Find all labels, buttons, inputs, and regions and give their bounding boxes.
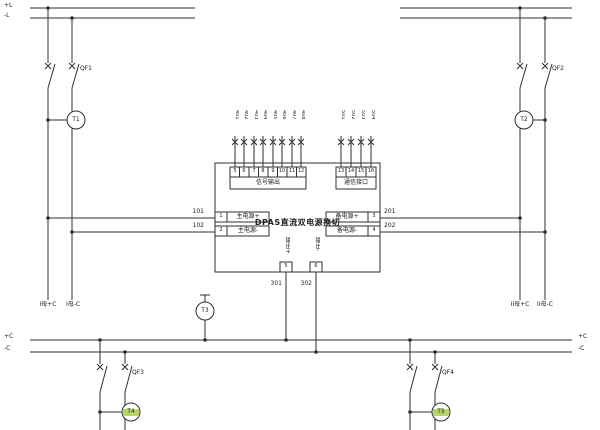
comm-terminal-number: 14	[347, 168, 355, 174]
signal-wire-label: 403	[253, 110, 258, 120]
wire-label-201: 201	[384, 208, 396, 215]
wire-label-102: 102	[192, 222, 204, 229]
signal-terminal-number: 12	[297, 168, 305, 174]
wire-label-302: 302	[300, 280, 312, 287]
comm-terminal-number: 15	[357, 168, 365, 174]
main-power-pos-terminal-number: 1	[219, 213, 223, 219]
output-neg-label: 输出-	[314, 237, 320, 252]
breaker-label-qf4: QF4	[442, 369, 454, 376]
backup-power-pos-terminal-number: 3	[372, 213, 376, 219]
wire-label-301: 301	[270, 280, 282, 287]
signal-terminal-number: 10	[278, 168, 286, 174]
transducer-label-t1: T1	[72, 116, 80, 123]
signal-wire-label: 408	[300, 110, 305, 120]
transducer-circles	[66, 110, 534, 422]
wire-label-101: 101	[192, 208, 204, 215]
bus-lines	[30, 7, 572, 353]
comm-wire-label: 504	[370, 110, 375, 120]
bus-label-bottom-right-neg: -C	[578, 345, 585, 352]
signal-wires	[234, 136, 372, 167]
comm-wire-label: 501	[340, 110, 345, 120]
signal-terminal-number: 11	[288, 168, 296, 174]
backup-power-pos-label: 备电源+	[335, 213, 359, 220]
bus-ref-right-pos: II母+C	[510, 301, 530, 308]
breaker-contact-symbols	[44, 62, 549, 371]
main-power-neg-terminal-number: 2	[219, 227, 223, 233]
bus-label-bottom-left-neg: -C	[4, 345, 11, 352]
bus-label-top-pos: +L	[4, 2, 13, 9]
output-pos-label: 输出+	[284, 237, 290, 255]
transducer-label-t2: T2	[520, 116, 528, 123]
bus-label-bottom-left-pos: +C	[4, 333, 14, 340]
signal-wire-terminal-crosses	[231, 138, 375, 146]
signal-wire-label: 407	[291, 110, 296, 120]
signal-wire-label: 404	[262, 110, 267, 120]
signal-terminal-number: 6	[242, 168, 246, 174]
bus-ref-right-neg: II母-C	[537, 301, 553, 308]
breaker-label-qf3: QF3	[132, 369, 144, 376]
breaker-label-qf2: QF2	[552, 65, 564, 72]
transducer-circle-t1	[66, 110, 86, 130]
signal-terminal-number: 5	[233, 168, 237, 174]
breaker-blade-symbols	[47, 63, 553, 393]
main-power-pos-label: 主电源+	[236, 213, 260, 220]
transducer-label-t5: T5	[433, 408, 449, 416]
bus-ref-left-neg: I母-C	[65, 301, 81, 308]
backup-power-neg-terminal-number: 4	[372, 227, 376, 233]
comm-wire-label: 502	[350, 110, 355, 120]
output-pos-terminal-number: 5	[284, 263, 288, 269]
comm-wire-label: 503	[360, 110, 365, 120]
signal-wire-label: 402	[243, 110, 248, 120]
bus-label-top-neg: -L	[4, 12, 10, 19]
junction-dots	[46, 6, 547, 414]
bus-ref-left-pos: I母+C	[39, 301, 57, 308]
signal-wire-label: 406	[281, 110, 286, 120]
signal-wire-label: 405	[272, 110, 277, 120]
comm-interface-group-label: 通信接口	[343, 179, 368, 186]
transducer-label-t3: T3	[201, 307, 209, 314]
signal-terminal-number: 8	[261, 168, 265, 174]
transducer-label-t4: T4	[123, 408, 139, 416]
signal-wire-label: 401	[234, 110, 239, 120]
transducer-circle-t2	[514, 110, 534, 130]
main-power-neg-label: 主电源-	[237, 227, 259, 234]
bus-label-bottom-right-pos: +C	[578, 333, 588, 340]
comm-terminal-number: 13	[337, 168, 345, 174]
comm-terminal-number: 16	[367, 168, 375, 174]
signal-terminal-number: 9	[271, 168, 275, 174]
wire-label-202: 202	[384, 222, 396, 229]
signal-terminal-number: 7	[252, 168, 256, 174]
output-neg-terminal-number: 6	[314, 263, 318, 269]
backup-power-neg-label: 备电源-	[336, 227, 358, 234]
device-outline	[214, 162, 381, 273]
device-title: DPAS直流双电源换切	[254, 218, 341, 227]
breaker-label-qf1: QF1	[80, 65, 92, 72]
transducer-circle-t3	[195, 301, 215, 321]
signal-output-group-label: 信号输出	[255, 179, 280, 186]
